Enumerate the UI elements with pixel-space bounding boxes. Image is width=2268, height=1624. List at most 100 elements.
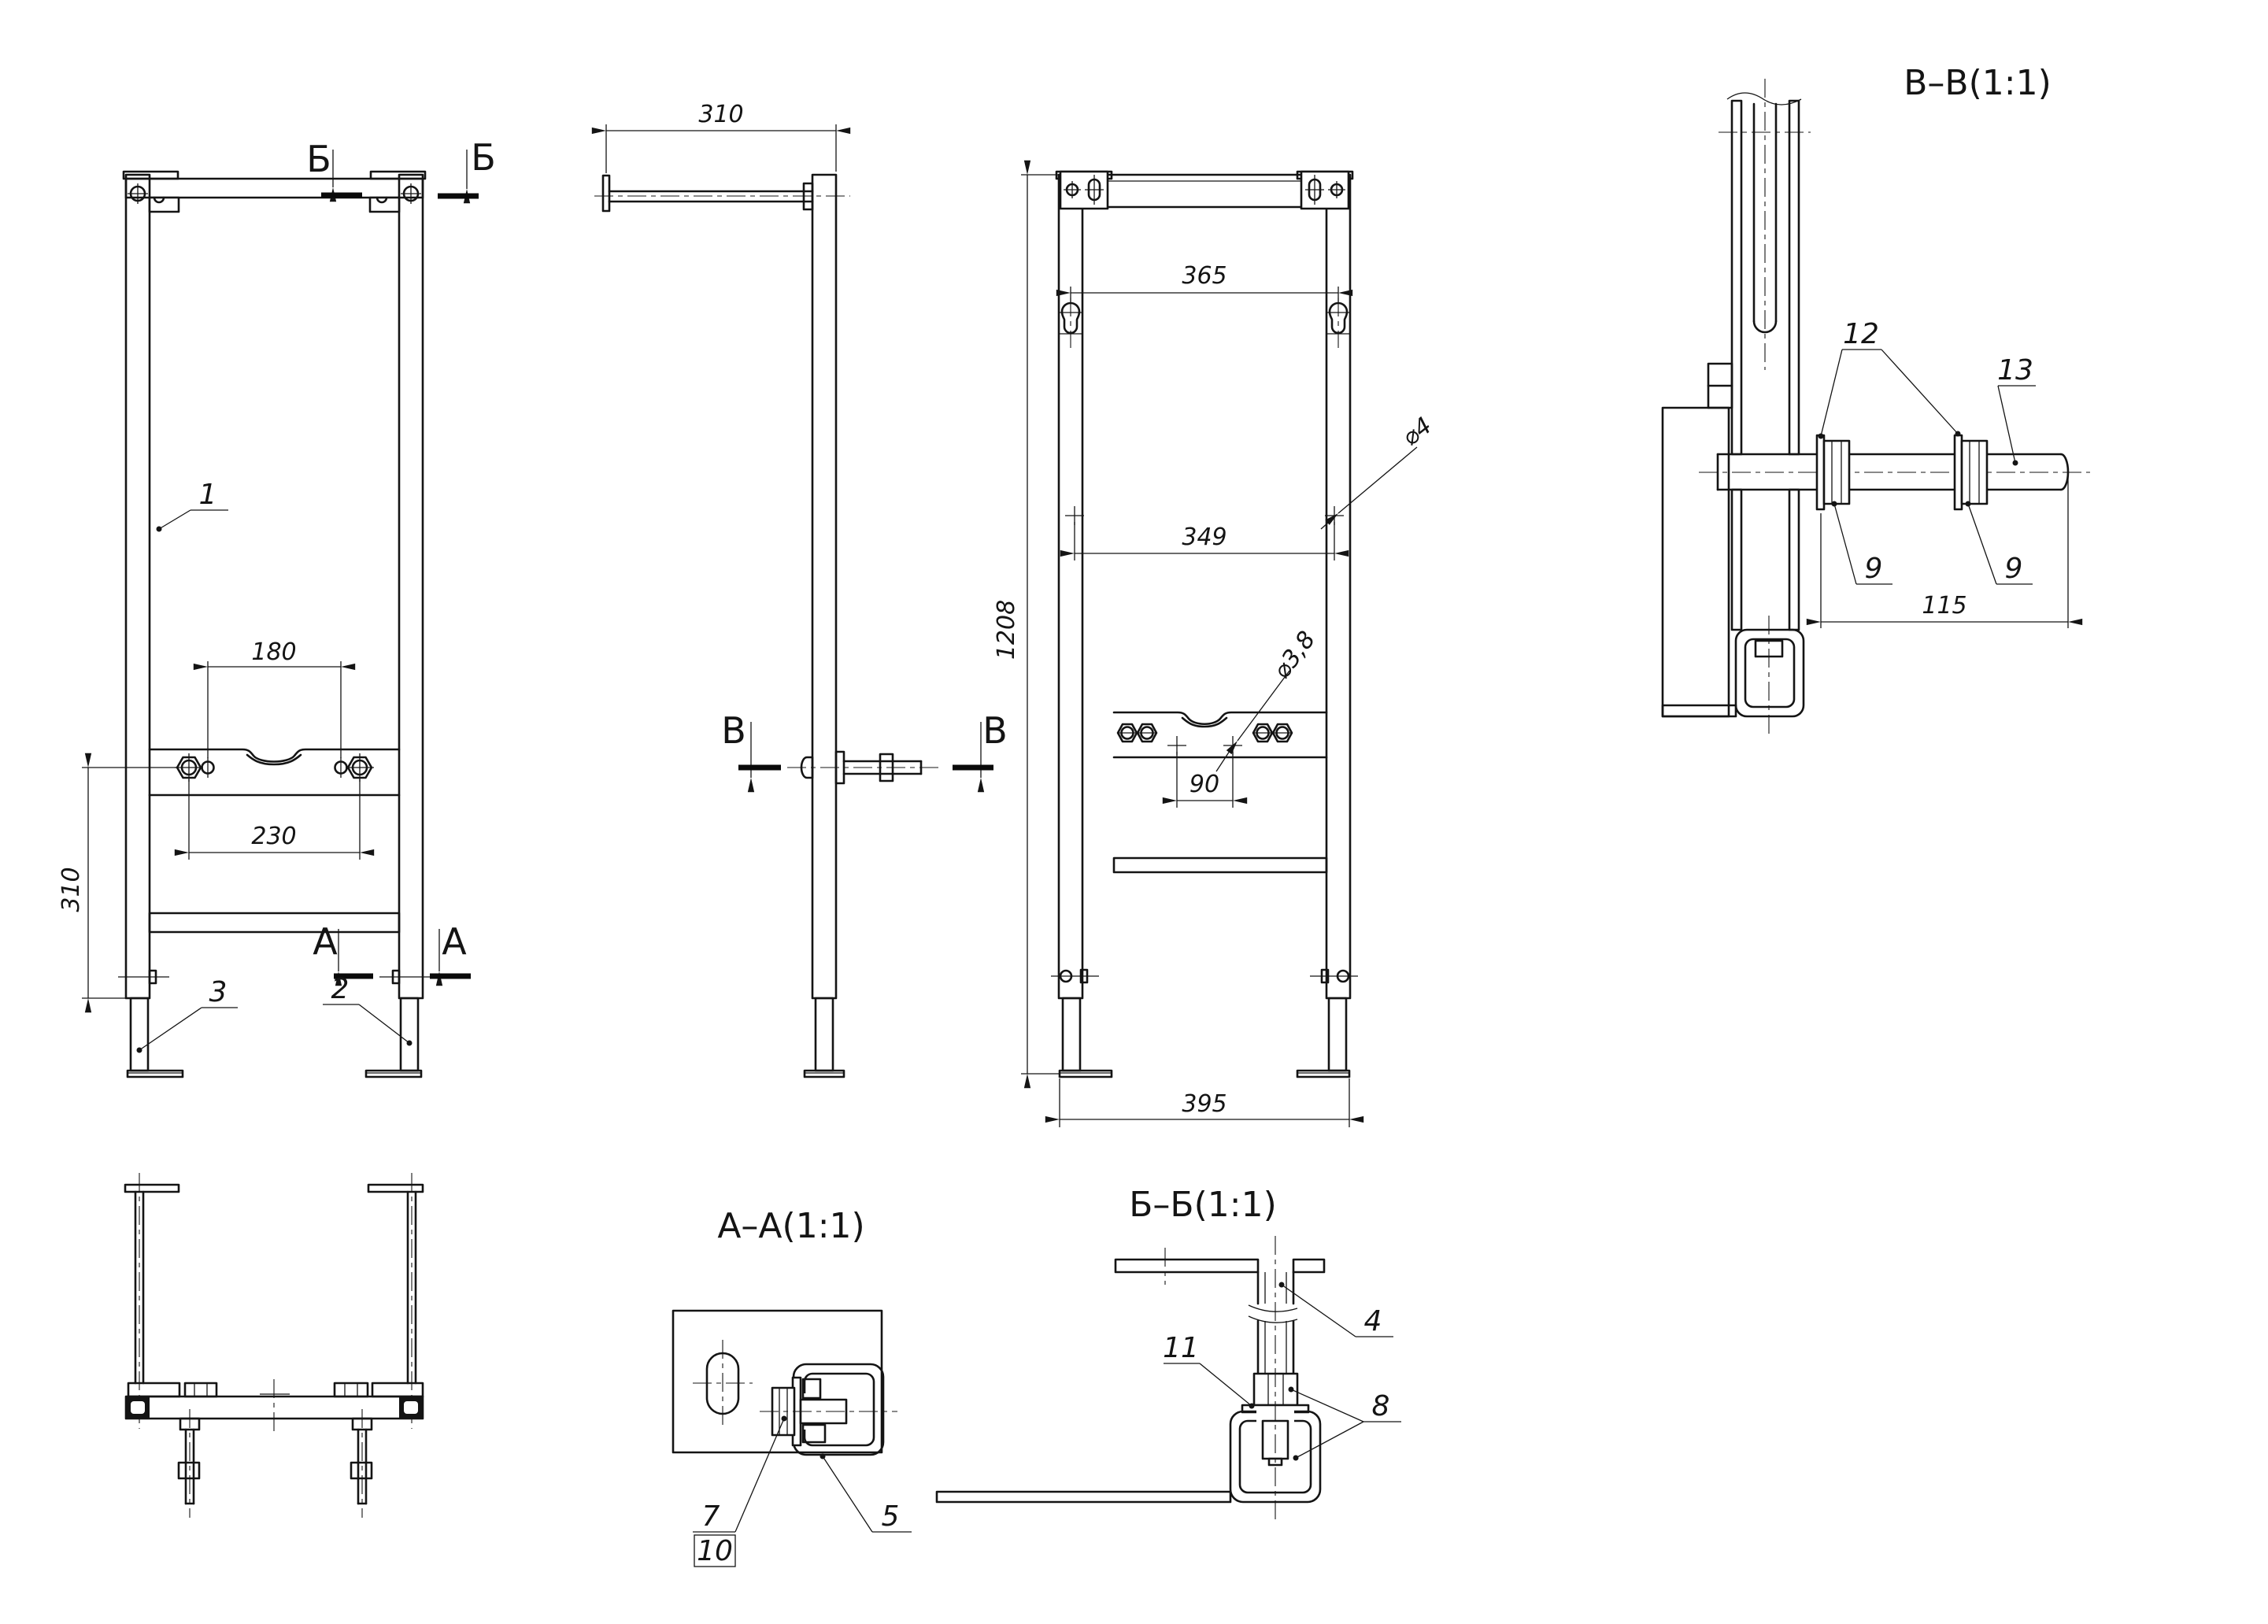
front-bolt-left [175,753,203,782]
aa-bolt [760,1376,897,1447]
front-corner-bracket-right [368,196,401,213]
callout-dia4: ⌀4 [1320,412,1437,530]
side-leg [814,997,834,1072]
front-hole-right [334,757,348,778]
front-bolt-right [346,753,374,782]
dim-text-230: 230 [251,823,296,850]
side-foot [803,1069,845,1078]
rear-mount-plate-left [1059,170,1109,210]
front-left-post [124,173,151,1000]
vv-post [1719,79,1811,631]
section-vv: В–В(1:1) [1661,63,2090,736]
dim-text-365: 365 [1182,262,1226,290]
section-cut-a-left: А [313,920,373,986]
bottom-view [124,1173,424,1518]
part-label-1: 1 [156,479,228,532]
bb-top-plate [1114,1248,1326,1285]
part-label-9-left: 9 [1831,501,1892,585]
section-vv-title: В–В(1:1) [1904,63,2052,103]
dimension-310-front: 310 [57,753,178,1013]
dimension-395: 395 [1045,1078,1364,1127]
vv-rod [1699,453,2090,491]
section-bb-title: Б–Б(1:1) [1129,1185,1277,1225]
side-post [811,173,838,1000]
svg-text:5: 5 [882,1500,900,1533]
front-top-crossbar [124,177,424,199]
vv-washer-left [1815,434,1826,511]
part-label-4: 4 [1278,1282,1393,1337]
dim-text-310-front: 310 [57,867,85,912]
side-rod-flange [601,174,611,213]
svg-text:2: 2 [331,973,350,1005]
vv-nut-left [1822,439,1851,505]
front-corner-bracket-left [148,196,180,213]
rear-left-foot [1058,1069,1113,1078]
front-leg-clamp-left [118,969,169,985]
dim-text-90: 90 [1189,771,1219,798]
front-right-leg [399,997,420,1072]
svg-text:11: 11 [1163,1332,1199,1364]
section-bb: Б–Б(1:1) [935,1185,1401,1521]
vv-left-bracket [1661,362,1737,718]
section-cut-a-right: А [430,920,471,986]
dimension-1208: 1208 [993,160,1059,1089]
rear-view: 365 1208 349 ⌀4 [993,160,1437,1127]
front-left-foot [126,1069,184,1078]
front-leg-clamp-right [379,969,431,985]
bolt-head [800,756,814,779]
bottom-rod-right [367,1173,424,1429]
side-wall-rod [594,174,850,213]
bb-bottom-plate [935,1490,1232,1504]
dimension-180: 180 [193,638,356,758]
dim-text-115: 115 [1922,592,1966,620]
bottom-crossbar [124,1379,424,1434]
dim-text-1208: 1208 [993,600,1020,660]
front-corner-screw-left [128,183,148,204]
part-label-3: 3 [136,976,238,1053]
side-view: 310 В В [591,101,1008,1078]
section-aa: А–А(1:1) 7 10 [672,1206,912,1567]
part-label-11: 11 [1163,1332,1255,1409]
dimension-230: 230 [174,779,375,860]
rear-keyhole-right [1326,298,1351,348]
part-label-7-10: 7 10 [693,1415,787,1567]
rear-left-leg [1061,997,1082,1072]
svg-text:13: 13 [1997,354,2033,387]
rear-keyhole-left [1058,298,1083,348]
bottom-leg-socket-left [126,1396,150,1419]
dimension-365: 365 [1056,262,1353,304]
bottom-leg-socket-right [399,1396,423,1419]
section-cut-b-left: Б [306,138,362,202]
rear-bolts [1116,723,1293,743]
svg-text:1: 1 [199,479,217,511]
bottom-stud-left [177,1409,201,1518]
section-marker-a-left: А [313,920,338,963]
section-marker-a-right: А [442,920,467,963]
vv-cross-tube [1734,616,1805,736]
rear-mid-crossbar [1112,711,1328,759]
svg-text:9: 9 [1865,553,1883,585]
vv-washer-right [1953,434,1963,511]
vv-nut-right [1960,439,1989,505]
bb-leg-tube [1248,1271,1298,1375]
bb-cross-tube [1229,1236,1322,1521]
section-marker-v-right: В [982,709,1008,752]
part-label-10: 10 [697,1535,733,1567]
dim-text-349: 349 [1182,523,1226,551]
part-label-12: 12 [1818,318,1961,439]
section-cut-v-left: В [721,709,781,793]
front-hole-left [201,757,215,778]
front-view: Б Б А А 180 [57,136,496,1078]
bottom-stud-right [350,1409,373,1518]
dimension-115: 115 [1806,472,2083,628]
aa-plate [672,1309,883,1454]
dimension-310-side: 310 [591,101,851,173]
section-marker-b-left: Б [306,138,331,180]
rear-lower-bar [1112,856,1328,874]
dim-text-dia4: ⌀4 [1397,412,1437,451]
svg-text:3: 3 [209,976,228,1008]
section-cut-v-right: В [953,709,1008,793]
callout-dia38: ⌀3,8 [1215,626,1321,772]
svg-text:8: 8 [1372,1390,1390,1422]
